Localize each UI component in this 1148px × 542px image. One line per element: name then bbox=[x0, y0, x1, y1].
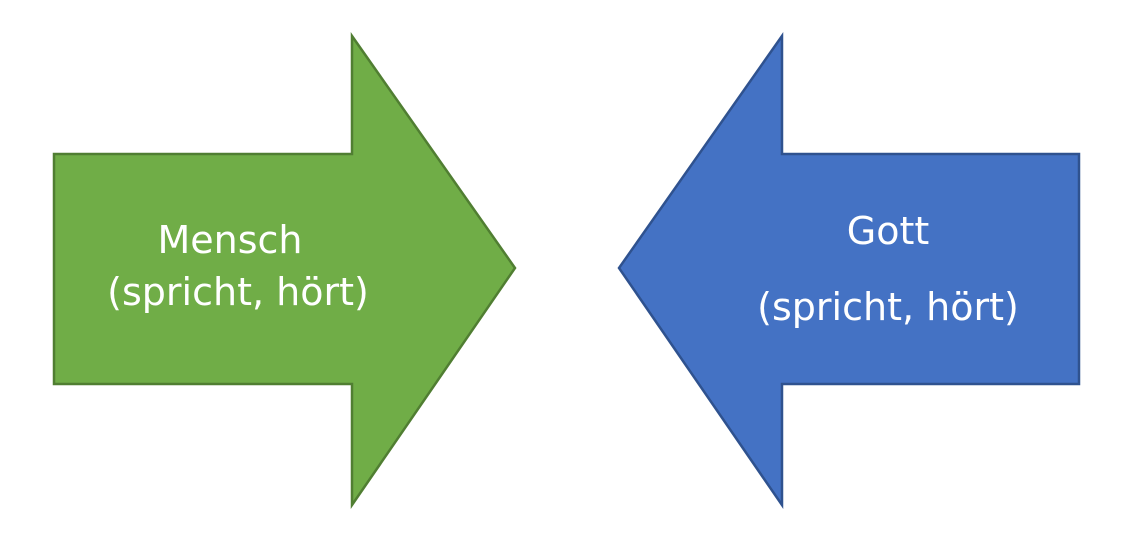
human-arrow-title: Mensch bbox=[157, 218, 302, 262]
god-arrow: Gott (spricht, hört) bbox=[617, 32, 1081, 510]
left-arrow-shape bbox=[617, 32, 1081, 510]
human-arrow-subtitle: (spricht, hört) bbox=[107, 270, 369, 314]
right-arrow-shape bbox=[52, 32, 517, 510]
god-arrow-title: Gott bbox=[847, 209, 930, 253]
god-arrow-subtitle: (spricht, hört) bbox=[757, 285, 1019, 329]
human-arrow: Mensch (spricht, hört) bbox=[52, 32, 517, 510]
